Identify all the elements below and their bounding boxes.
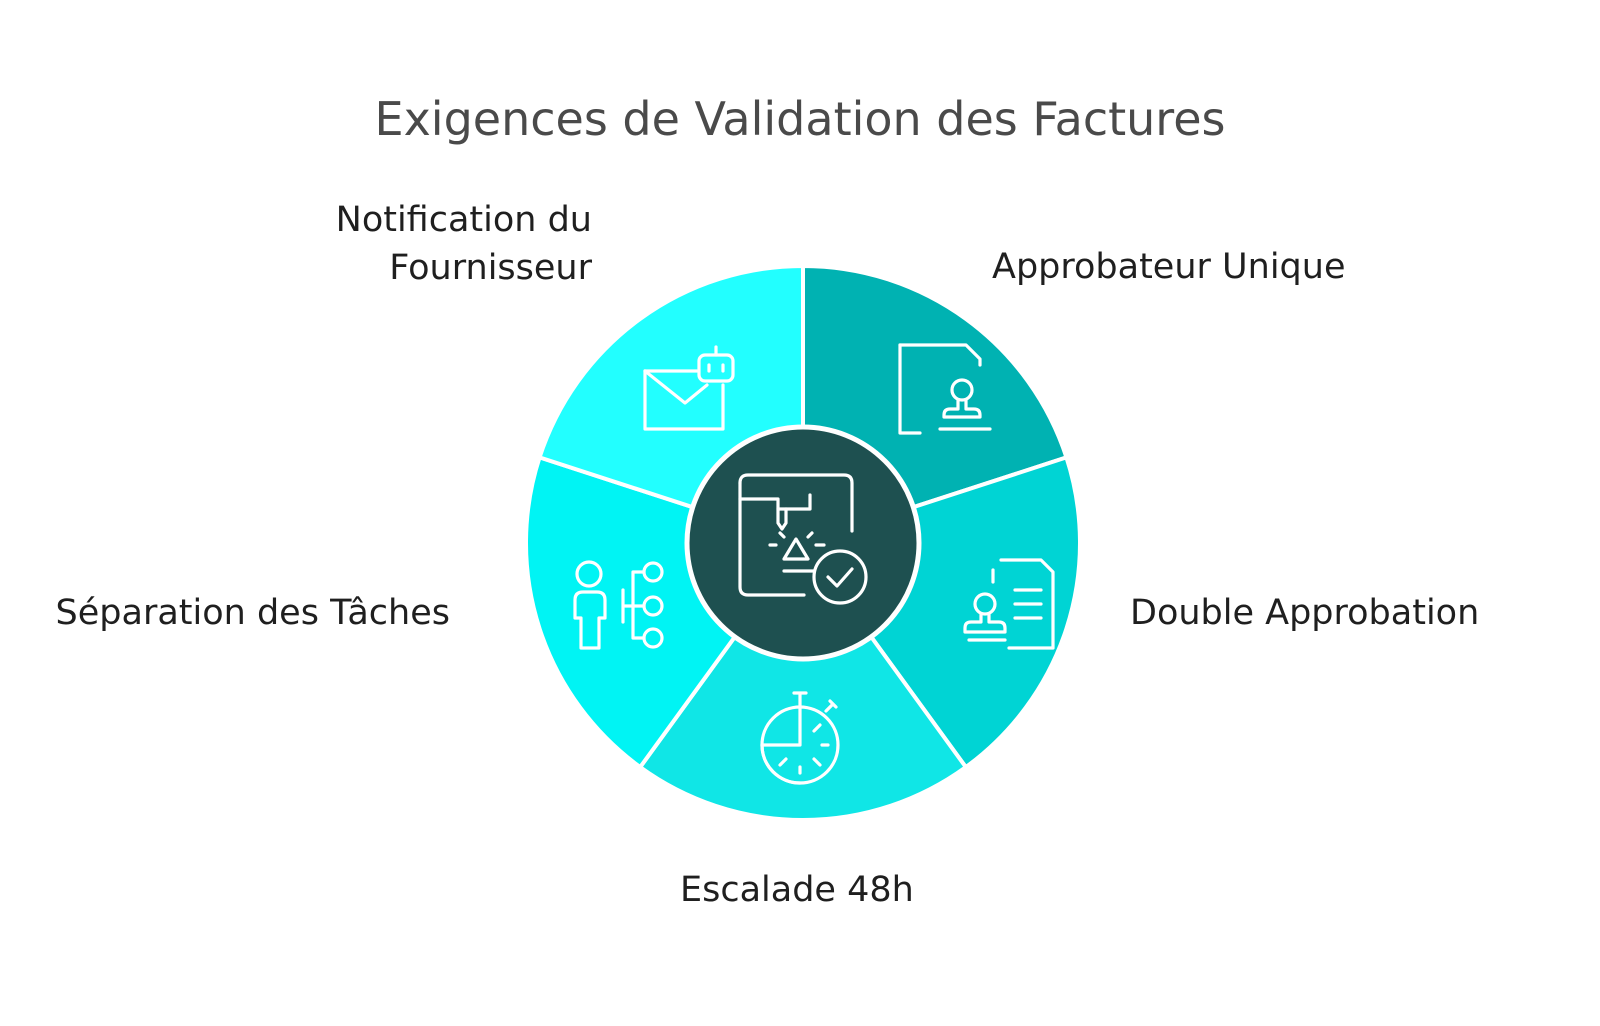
segments-group [524,263,1082,823]
diagram-title: Exigences de Validation des Factures [374,92,1226,146]
stopwatch-icon [760,691,840,785]
label-approbateur-unique: Approbateur Unique [992,243,1346,291]
center-circle [684,424,922,662]
label-line: Approbateur Unique [992,247,1346,287]
mail-bot-icon [643,345,735,431]
segment-escalade [637,539,969,823]
label-separation-taches: Séparation des Tâches [56,589,450,637]
label-line: Séparation des Tâches [55,593,450,633]
label-line: Fournisseur [389,248,592,288]
label-line: Double Approbation [1130,593,1480,633]
label-escalade: Escalade 48h [680,866,914,914]
person-branch-icon [573,560,664,650]
label-double-approbation: Double Approbation [1130,589,1479,637]
document-stamp-icon [898,343,992,435]
icons-group [573,343,1055,785]
validation-check-icon [738,473,868,605]
label-line: Notification du [335,200,592,240]
documents-stamp-icon [963,558,1055,650]
label-notification-fournisseur: Notification du Fournisseur [336,196,592,292]
label-line: Escalade 48h [680,870,914,910]
